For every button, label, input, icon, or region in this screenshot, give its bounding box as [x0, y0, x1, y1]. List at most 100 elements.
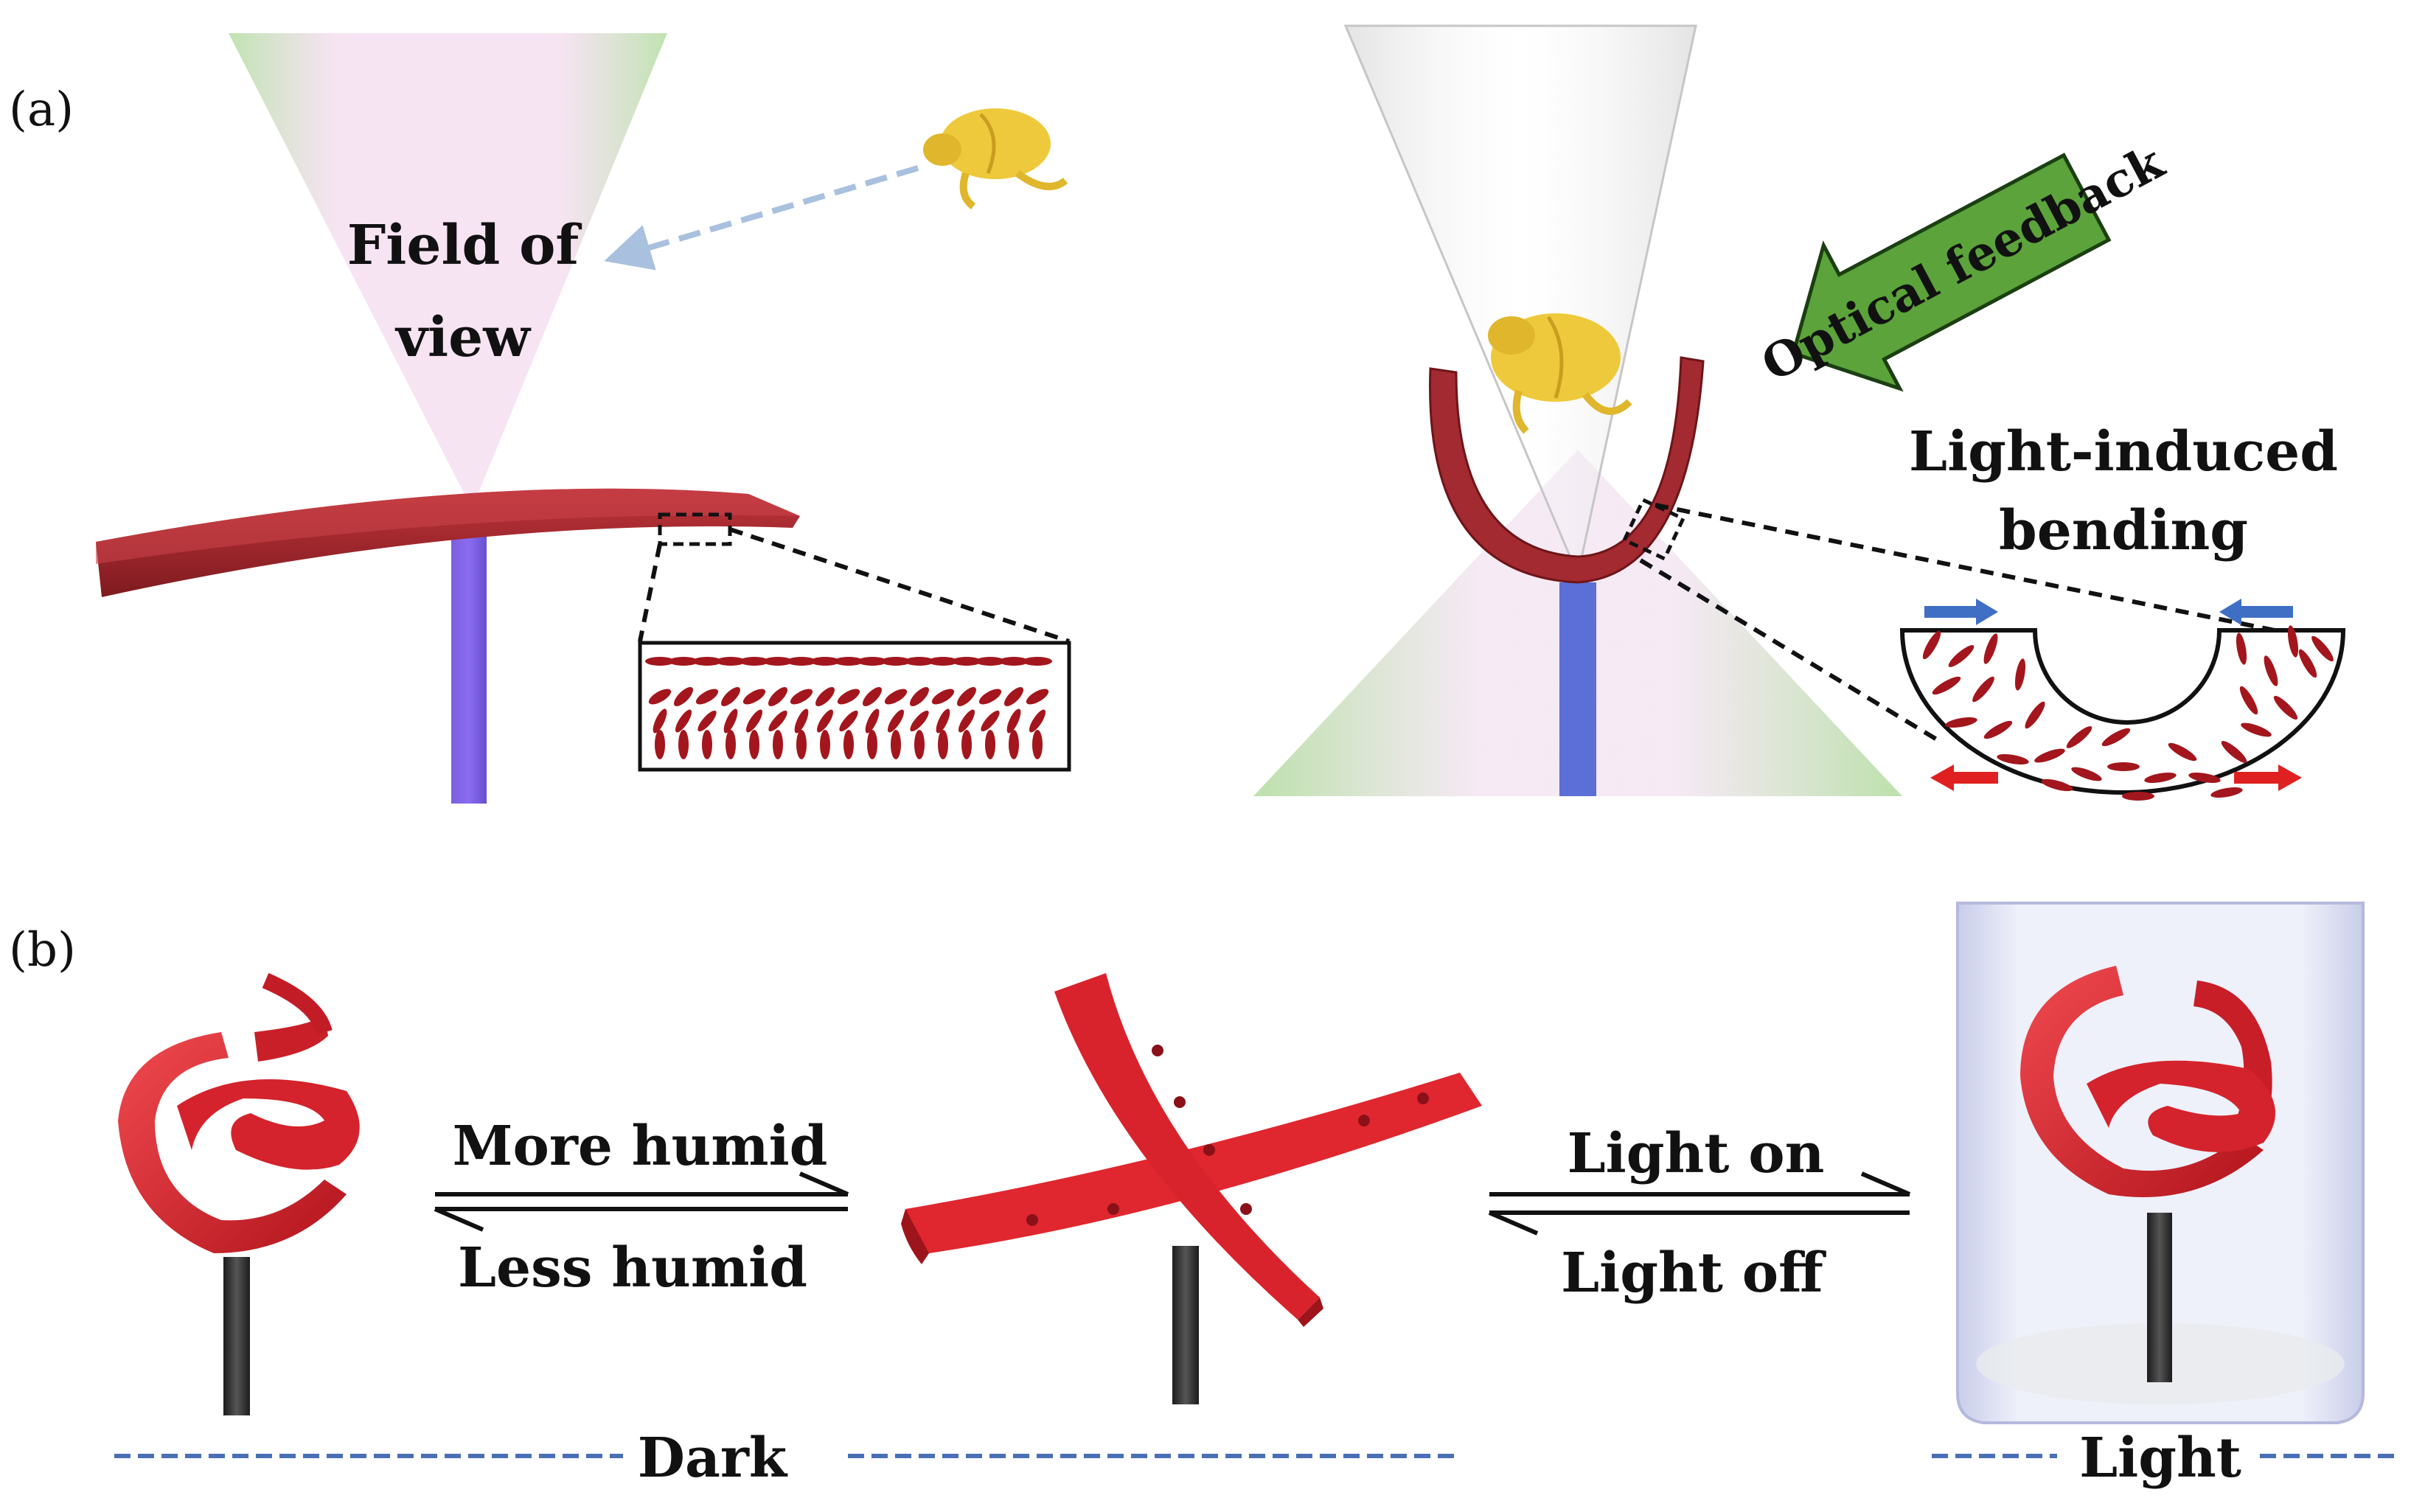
mesogen [2188, 772, 2221, 784]
mesogen [674, 687, 693, 706]
mesogen [837, 689, 860, 705]
mesogen [787, 657, 816, 666]
mesogen [938, 730, 948, 759]
mesogen [740, 657, 769, 666]
mesogen [749, 730, 759, 759]
mesogen [2107, 762, 2140, 771]
mesogen [1006, 708, 1021, 734]
mesogen [839, 710, 858, 732]
mesogen [863, 687, 882, 706]
mesogen [655, 730, 665, 759]
optical-fiber-left [451, 516, 487, 804]
mesogen [931, 689, 955, 705]
beetle-icon [923, 108, 1068, 209]
mesogen [726, 730, 736, 759]
mesogen [958, 709, 975, 733]
mesogen [1023, 657, 1052, 666]
dark-label: Dark [638, 1426, 788, 1490]
mesogen [1972, 676, 1994, 703]
mesogen [999, 657, 1029, 666]
mesogen-array [645, 657, 1052, 759]
mesogen [884, 689, 908, 705]
mesogen [810, 657, 840, 666]
equilibrium-arrows-humidity [434, 1171, 849, 1232]
mesogen [834, 657, 863, 666]
mesogen [1932, 676, 1961, 695]
mesogen [843, 730, 854, 759]
panel-label-b: (b) [9, 923, 76, 978]
mesogen [675, 709, 692, 733]
mesogen [2241, 722, 2272, 737]
optical-fiber-right [1559, 582, 1596, 796]
mesogen [1032, 730, 1043, 759]
mesogen [2298, 649, 2317, 678]
mesogen [1029, 709, 1046, 733]
mesogen [669, 657, 698, 666]
bent-zoom-line-1 [1655, 503, 2294, 636]
mesogen [975, 657, 1005, 666]
mesogen [692, 657, 722, 666]
mesogen [695, 689, 719, 705]
mesogen [1945, 717, 1977, 728]
mesogen [678, 730, 689, 759]
optical-feedback-arrow: Optical feedback [1753, 134, 2174, 393]
panel-label-a: (a) [9, 83, 74, 137]
mesogen [1004, 686, 1023, 706]
mesogen [773, 730, 783, 759]
mesogen [2236, 633, 2247, 665]
mesogen [2264, 655, 2278, 686]
mesogen [645, 657, 675, 666]
mesogen [653, 708, 667, 734]
mesogen [1948, 645, 1975, 667]
mesogen [1922, 630, 1941, 660]
mesogen [1983, 633, 1998, 664]
mesogen [2071, 767, 2102, 781]
mesogen [697, 710, 717, 732]
actuator-curled-dark [118, 972, 360, 1415]
mesogen [796, 730, 807, 759]
mesogen [952, 657, 981, 666]
light-induced-label-2: bending [1999, 499, 2248, 562]
zoom-line-left [638, 543, 662, 642]
bent-zoom-line-2 [1639, 558, 1941, 743]
mesogen [790, 689, 813, 705]
mesogen [702, 730, 712, 759]
mesogen [2287, 625, 2299, 658]
light-on-label: Light on [1568, 1122, 1825, 1185]
mesogen [648, 689, 672, 705]
mesogen [928, 657, 958, 666]
mesogen [745, 709, 763, 733]
mesogen [957, 687, 976, 706]
mesogen [857, 657, 887, 666]
mesogen [721, 687, 740, 706]
beetle-pointer-arrow [604, 165, 919, 271]
mesogen [768, 710, 787, 732]
mesogen [768, 687, 787, 706]
mesogen [2210, 787, 2243, 798]
beetle-on-strip-icon [1488, 313, 1632, 434]
mesogen [763, 657, 793, 666]
mesogen [815, 686, 835, 706]
mesogen [2101, 728, 2131, 747]
mesogen [910, 687, 929, 707]
mesogen [914, 730, 925, 759]
bent-detail-box [1621, 497, 1686, 562]
expansion-arrow-right [2234, 764, 2302, 791]
mesogen [1983, 720, 2013, 739]
mesogen [2273, 695, 2298, 720]
optical-feedback-label: Optical feedback [1753, 134, 2174, 393]
mesogen [865, 708, 880, 734]
mesogen [2239, 686, 2258, 715]
mesogen [961, 730, 972, 759]
mesogen [867, 730, 877, 759]
mesogen [2122, 792, 2154, 801]
mesogen [1026, 689, 1049, 705]
contraction-arrow-right [2219, 599, 2293, 625]
mesogen [2034, 748, 2065, 763]
mesogen [820, 730, 830, 759]
mesogen [742, 689, 766, 705]
mesogen [936, 708, 950, 734]
expansion-arrow-left [1930, 764, 1998, 791]
light-label: Light [2079, 1426, 2241, 1490]
field-of-view-cone [229, 33, 667, 509]
